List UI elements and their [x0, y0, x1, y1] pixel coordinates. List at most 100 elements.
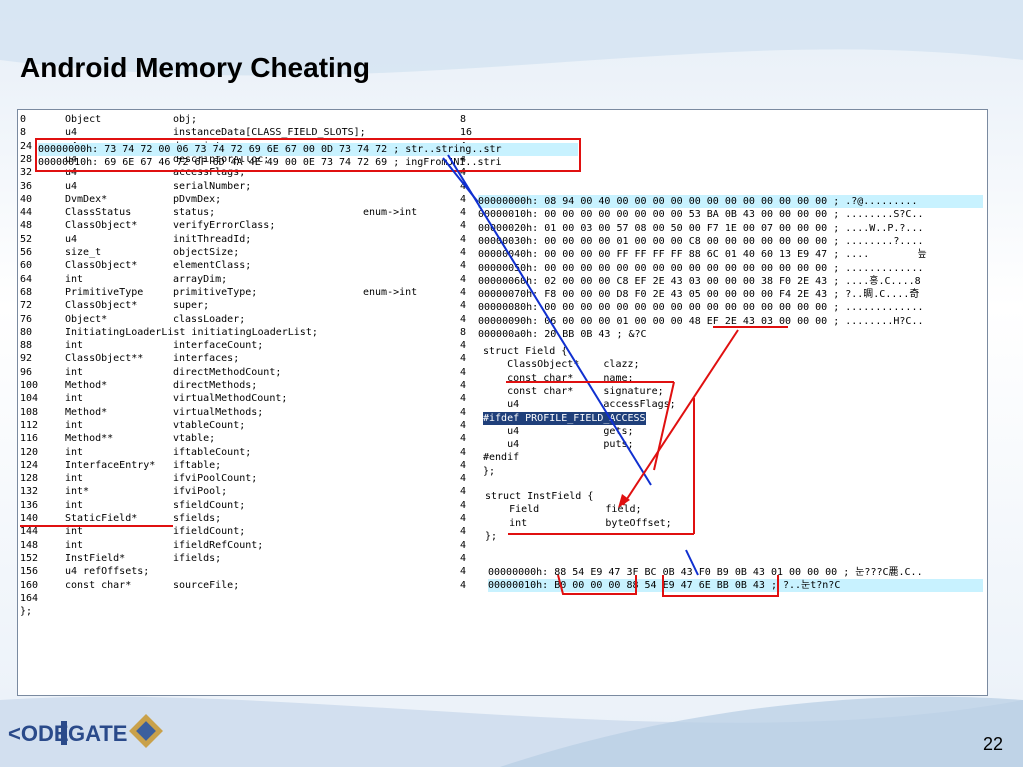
- codegate-logo: <ODE GATE: [8, 714, 163, 748]
- struct-member: iftableCount;: [173, 446, 252, 458]
- struct-type: InitiatingLoaderList initiatingLoaderLis…: [65, 326, 318, 338]
- struct-offset: 132: [20, 486, 39, 498]
- struct-offset: 116: [20, 433, 39, 445]
- struct-size: 8: [460, 114, 467, 125]
- struct-size: 4: [460, 579, 467, 591]
- hex-address: 00000000h:: [488, 567, 549, 578]
- struct-type: size_t: [65, 247, 102, 258]
- hex-address: 00000010h:: [478, 209, 539, 221]
- struct-type: StaticField*: [65, 513, 138, 524]
- struct-type: int: [65, 419, 84, 431]
- struct-offset: 148: [20, 539, 39, 551]
- hex-address: 00000040h:: [478, 249, 539, 261]
- hex-bytes: 00 00 00 00 00 00 00 00 00 00 00 00 00 0…: [544, 302, 828, 314]
- struct-member: virtualMethods;: [173, 406, 264, 418]
- struct-type: u4: [65, 153, 78, 165]
- struct-member: iftable;: [173, 459, 222, 471]
- struct-size: 4: [460, 207, 467, 219]
- struct-member: arrayDim;: [173, 273, 228, 285]
- hex-row: 000000a0h:20 BB 0B 43; &?C: [478, 328, 983, 341]
- code-line: const char* name;: [483, 372, 634, 384]
- hex-row: 00000000h:73 74 72 00 06 73 74 72 69 6E …: [38, 143, 578, 156]
- struct-offset: 112: [20, 419, 39, 431]
- struct-type: int: [65, 539, 84, 551]
- struct-type: Method*: [65, 380, 108, 391]
- hex-row: 00000010h: 69 6E 67 46 72 6F 6D 4A 4E 49 …: [38, 156, 578, 169]
- struct-member: interfaces;: [173, 353, 240, 365]
- struct-size: 4: [460, 366, 467, 378]
- struct-type: Method*: [65, 406, 108, 418]
- struct-offset: 76: [20, 313, 33, 325]
- hex-ascii: ; .............: [833, 262, 924, 274]
- struct-offset: 144: [20, 526, 39, 538]
- struct-offset: 68: [20, 286, 33, 298]
- hex-row: 00000020h:01 00 03 00 57 08 00 50 00 F7 …: [478, 222, 983, 235]
- struct-offset: 100: [20, 380, 39, 391]
- svg-text:GATE: GATE: [68, 721, 127, 746]
- struct-member: vtableCount;: [173, 419, 246, 431]
- hex-bytes: 69 6E 67 46 72 6F 6D 4A 4E 49 00 0E 73 7…: [104, 157, 388, 169]
- hex-ascii: ; .............: [833, 302, 924, 314]
- struct-offset: 64: [20, 273, 33, 285]
- struct-member: ifviPoolCount;: [173, 473, 258, 485]
- struct-offset: 128: [20, 473, 39, 485]
- struct-row: 80 InitiatingLoaderList initiatingLoaderL…: [18, 326, 488, 339]
- struct-offset: 0: [20, 114, 27, 125]
- hex-address: 00000010h:: [38, 157, 99, 169]
- struct-offset: 92: [20, 353, 33, 365]
- struct-size: 4: [460, 513, 467, 524]
- struct-type: int: [65, 473, 84, 485]
- struct-type: int*: [65, 486, 90, 498]
- struct-size: 4: [460, 353, 467, 365]
- hex-ascii: ; ....W..P.?...: [833, 222, 924, 234]
- struct-type: Object*: [65, 313, 108, 325]
- hex-ascii: ; ?..晭.C....奇: [833, 289, 920, 301]
- hex-address: 00000060h:: [478, 275, 539, 287]
- struct-offset: 44: [20, 207, 33, 219]
- code-line: u4 puts;: [483, 439, 634, 451]
- struct-type: Method**: [65, 433, 114, 445]
- struct-member: pDvmDex;: [173, 193, 222, 205]
- struct-size: 4: [460, 380, 467, 391]
- struct-type: ClassObject*: [65, 220, 138, 232]
- struct-type: int: [65, 393, 84, 405]
- struct-size: 16: [460, 127, 473, 139]
- hex-row: 00000010h:00 00 00 00 00 00 00 00 53 BA …: [478, 208, 983, 221]
- struct-size: 4: [460, 566, 467, 578]
- struct-offset: 80: [20, 326, 33, 338]
- hex-row: 00000090h:06 00 00 00 01 00 00 00 48 EF …: [478, 315, 983, 328]
- struct-offset: };: [20, 606, 33, 618]
- struct-note: enum->int: [363, 286, 418, 298]
- hex-address: 00000090h:: [478, 315, 539, 327]
- struct-type: int: [65, 366, 84, 378]
- struct-member: verifyErrorClass;: [173, 220, 276, 232]
- hex-ascii: ; ingFromJNI..stri: [393, 157, 502, 169]
- code-line: #endif: [483, 452, 520, 464]
- code-line: struct InstField {: [485, 491, 594, 502]
- struct-type: u4: [65, 180, 78, 192]
- hex-bytes: 00 00 00 00 00 00 00 00 00 00 00 00 00 0…: [544, 262, 828, 274]
- struct-size: 4: [460, 220, 467, 232]
- hex-row: 00000060h: 02 00 00 00 C8 EF 2E 43 03 00 …: [478, 275, 983, 288]
- struct-member: instanceData[CLASS_FIELD_SLOTS];: [173, 127, 366, 139]
- struct-offset: 40: [20, 193, 33, 205]
- hex-bytes: 02 00 00 00 C8 EF 2E 43 03 00 00 00 38 F…: [544, 275, 828, 287]
- struct-member: ifieldRefCount;: [173, 539, 264, 551]
- struct-offset: 8: [20, 127, 27, 139]
- struct-size: 4: [460, 247, 467, 258]
- struct-type: int: [65, 273, 84, 285]
- struct-size: 4: [460, 233, 467, 245]
- struct-offset: 60: [20, 260, 33, 272]
- struct-member: directMethodCount;: [173, 366, 282, 378]
- struct-member: vtable;: [173, 433, 216, 445]
